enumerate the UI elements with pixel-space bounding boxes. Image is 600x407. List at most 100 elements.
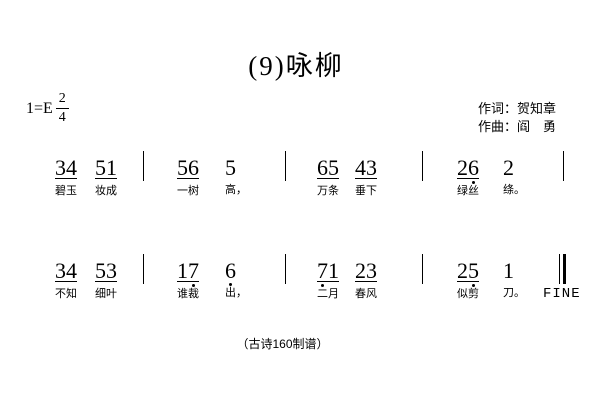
lyric: 一树 [177,185,199,197]
barline [285,254,286,284]
barline [422,151,423,181]
note-digit: 5 [95,155,106,180]
barline [143,151,144,181]
time-signature-denominator: 4 [58,110,66,125]
note-digits: 2 [503,155,514,180]
page-title: (9)咏柳 [248,51,344,81]
note-digit: 7 [317,258,328,283]
octave-dot-row [457,282,479,288]
note-digit: 5 [95,258,106,283]
lyric: 万条 [317,185,339,197]
note-digit: 1 [106,155,117,180]
note-digit: 2 [355,258,366,283]
note-digits: 1 [503,258,514,283]
lyric: 刀。 [503,287,525,299]
barline [563,151,564,181]
note-digit: 1 [328,258,339,283]
barline [143,254,144,284]
note-digit: 5 [177,155,188,180]
octave-dot-row [177,282,199,288]
note-digit: 5 [225,155,236,180]
note-digit: 7 [188,258,199,283]
final-barline-thin [559,254,560,284]
note-digit: 3 [106,258,117,283]
note-beat: 5 高， [225,155,247,197]
credits: 作词：贺知章 作曲：阎 勇 [478,100,556,136]
fine-label: FINE [543,286,581,302]
barline [422,254,423,284]
note-digit: 1 [177,258,188,283]
composer-credit: 作曲：阎 勇 [478,119,557,134]
lyricist-credit: 作词：贺知章 [478,101,557,116]
note-digit: 3 [366,258,377,283]
note-digit: 3 [366,155,377,180]
note-digit: 4 [66,155,77,180]
note-digit: 5 [328,155,339,180]
note-digit: 6 [225,258,236,283]
note-digit: 2 [457,155,468,180]
note-digit: 4 [355,155,366,180]
note-digit: 6 [468,155,479,180]
lyric: 细叶 [95,288,117,300]
low-octave-dot [192,283,195,287]
octave-dot-cell [225,281,236,287]
time-signature: 2 4 [55,92,69,125]
octave-dot-row [317,282,339,288]
final-barline-thick [563,254,566,284]
lyric: 二月 [317,288,339,300]
lyric: 妆成 [95,185,117,197]
low-octave-dot [472,180,475,184]
note-digit: 2 [503,155,514,180]
time-signature-numerator: 2 [55,92,69,109]
note-digit: 4 [66,258,77,283]
lyric: 绿丝 [457,185,479,197]
barline [285,151,286,181]
lyric: 出， [225,287,247,299]
lyric: 谁裁 [177,288,199,300]
lyric: 碧玉 [55,185,77,197]
lyric: 垂下 [355,185,377,197]
note-digit: 6 [317,155,328,180]
footer-credit-note: （古诗160制谱） [236,337,329,351]
octave-dot-cell [188,282,199,288]
lyric: 春风 [355,288,377,300]
note-digit: 1 [503,258,514,283]
octave-dot-cell [468,179,479,185]
low-octave-dot [472,283,475,287]
octave-dot-row [457,179,479,185]
note-digits: 5 [225,155,236,180]
note-digits: 6 [225,258,236,283]
note-digit: 3 [55,258,66,283]
lyric: 似剪 [457,288,479,300]
note-digit: 2 [457,258,468,283]
octave-dot-cell [317,282,328,288]
key-signature: 1=E 2 4 [26,92,69,125]
lyric: 高， [225,184,247,196]
octave-dot-row [225,281,236,287]
